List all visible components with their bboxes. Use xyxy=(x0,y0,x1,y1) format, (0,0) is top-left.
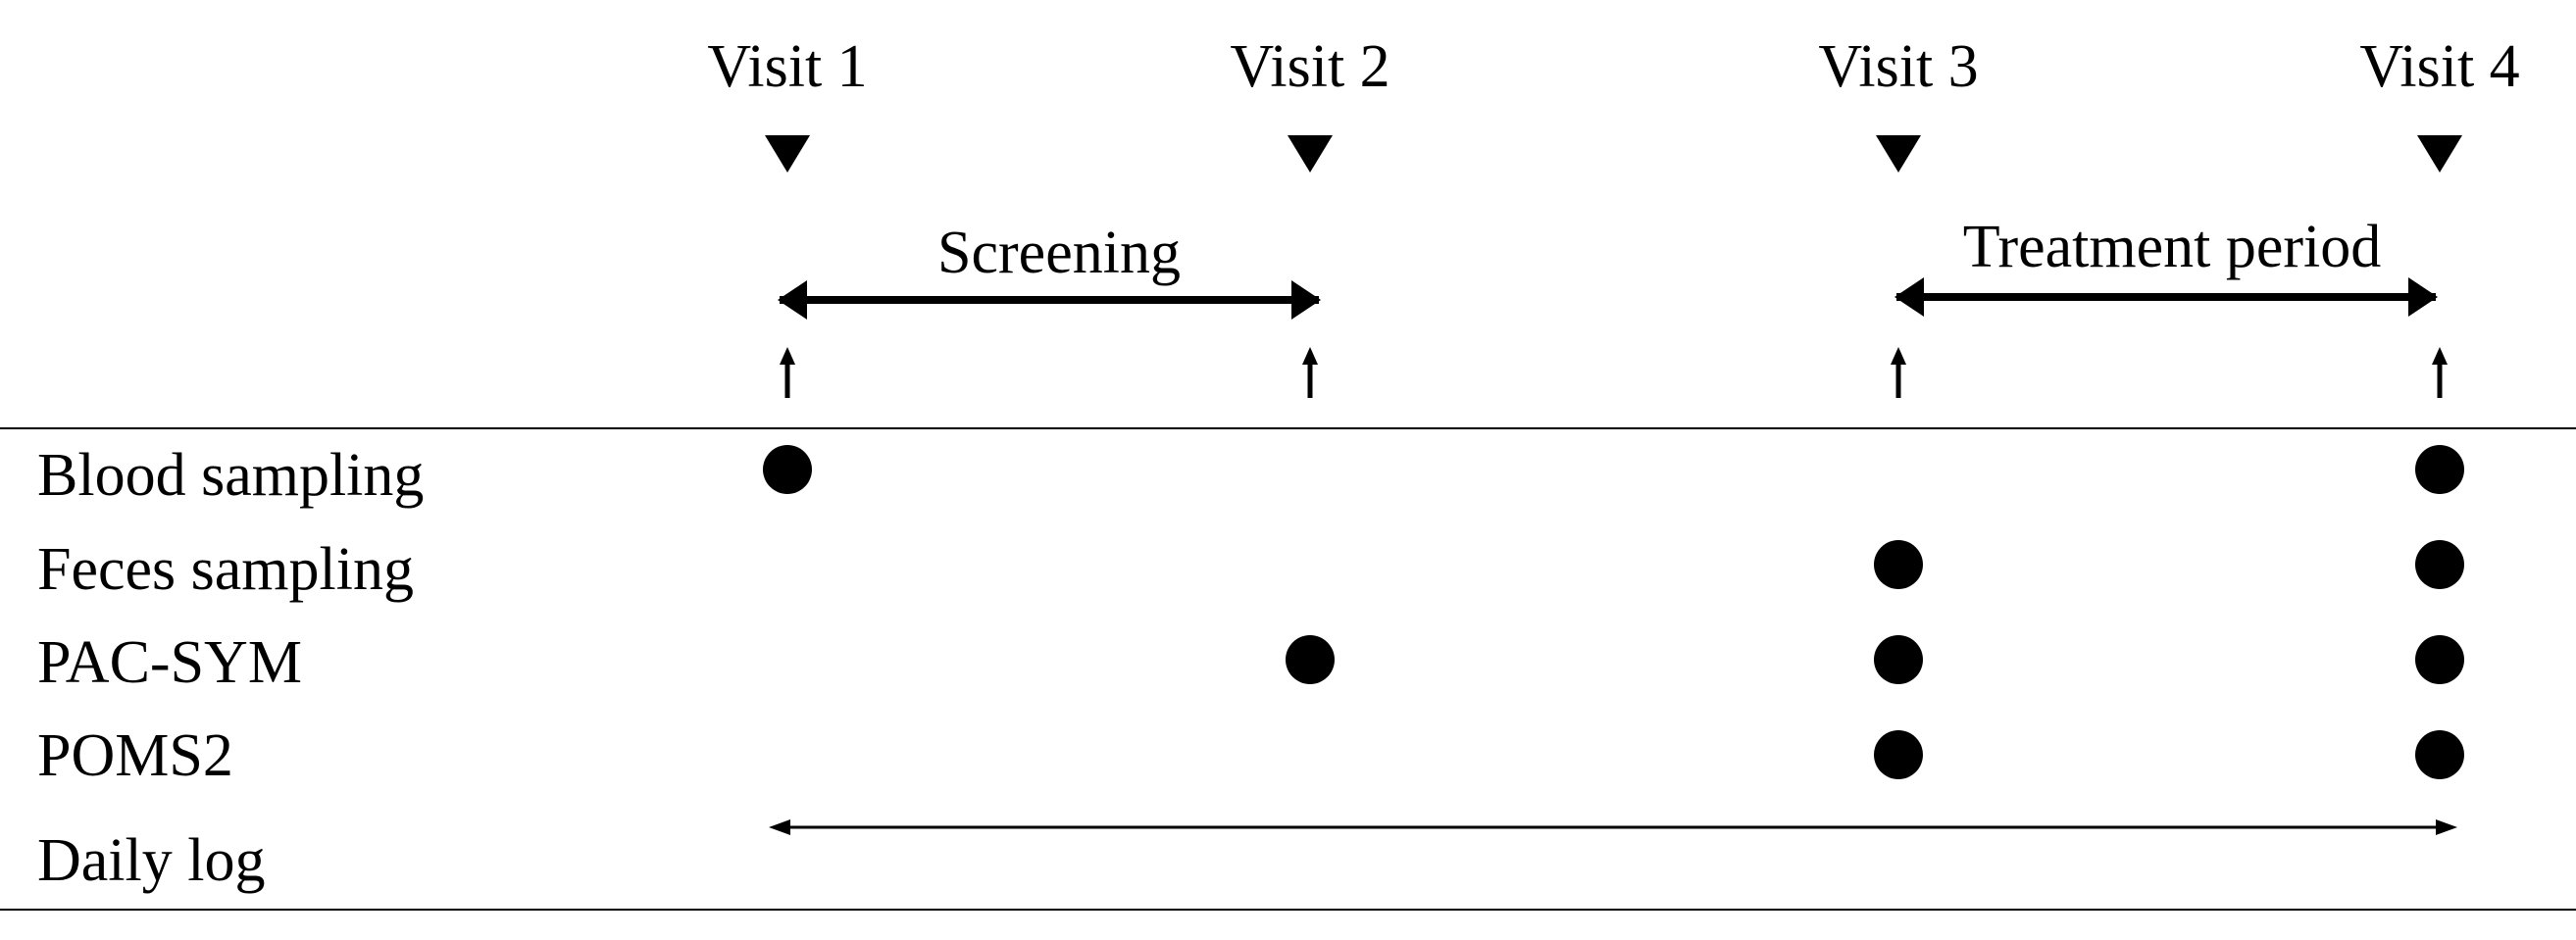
visit-4-label: Visit 4 xyxy=(2359,33,2519,100)
visit-4-up-arrow-icon xyxy=(2432,347,2448,398)
visit-1-up-arrow-icon xyxy=(780,347,795,398)
visit-1-label: Visit 1 xyxy=(707,33,867,100)
screening-label: Screening xyxy=(937,220,1181,286)
row-labels: Blood sampling Feces sampling PAC-SYM PO… xyxy=(37,442,424,894)
visit-2-triangle-icon xyxy=(1288,135,1333,173)
visit-headers: Visit 1 Visit 2 Visit 3 Visit 4 xyxy=(707,33,2519,100)
dot-pac-sym-visit-3 xyxy=(1874,635,1923,684)
visit-3-label: Visit 3 xyxy=(1818,33,1978,100)
screening-arrow xyxy=(778,280,1321,320)
visit-4-triangle-icon xyxy=(2417,135,2462,173)
daily-log-arrow xyxy=(769,819,2457,835)
dot-feces-sampling-visit-4 xyxy=(2415,540,2464,589)
dot-feces-sampling-visit-3 xyxy=(1874,540,1923,589)
row-label-poms2: POMS2 xyxy=(37,722,233,789)
dot-blood-sampling-visit-4 xyxy=(2415,445,2464,494)
row-label-feces-sampling: Feces sampling xyxy=(37,536,414,603)
visit-1-triangle-icon xyxy=(765,135,810,173)
dot-poms2-visit-4 xyxy=(2415,730,2464,779)
visit-up-arrows xyxy=(780,347,2448,398)
row-label-daily-log: Daily log xyxy=(37,827,265,894)
schedule-dots xyxy=(763,445,2464,779)
row-label-blood-sampling: Blood sampling xyxy=(37,442,424,509)
visit-3-triangle-icon xyxy=(1876,135,1921,173)
treatment-period-arrow xyxy=(1894,277,2438,317)
visit-markers xyxy=(765,135,2462,173)
dot-blood-sampling-visit-1 xyxy=(763,445,812,494)
row-label-pac-sym: PAC-SYM xyxy=(37,629,302,696)
visit-3-up-arrow-icon xyxy=(1891,347,1906,398)
dot-poms2-visit-3 xyxy=(1874,730,1923,779)
dot-pac-sym-visit-2 xyxy=(1286,635,1335,684)
visit-2-label: Visit 2 xyxy=(1230,33,1389,100)
treatment-period-label: Treatment period xyxy=(1963,214,2381,280)
visit-2-up-arrow-icon xyxy=(1302,347,1318,398)
dot-pac-sym-visit-4 xyxy=(2415,635,2464,684)
